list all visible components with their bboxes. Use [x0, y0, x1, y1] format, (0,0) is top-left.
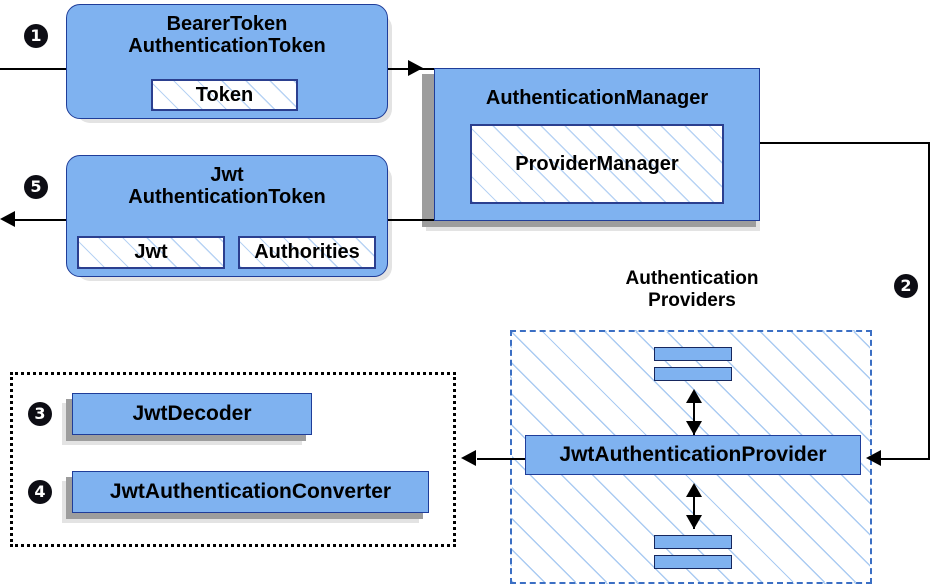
arrowhead-provider-stack-bottom-up [686, 483, 702, 497]
jwt-decoder-label: JwtDecoder [132, 402, 252, 426]
jwt-token-title-line2: AuthenticationToken [128, 186, 326, 209]
provider-placeholder-bar-bottom-2 [654, 555, 732, 569]
arrowhead-token-to-manager [408, 60, 423, 76]
connector-provider-to-support [477, 458, 525, 460]
arrowhead-provider-stack-top-down [686, 421, 702, 435]
arrowhead-into-jwt-provider [866, 450, 881, 466]
jwt-support-container [10, 372, 456, 547]
connector-manager-to-provider-right [928, 142, 930, 459]
connector-response-out [6, 219, 72, 221]
provider-manager-box[interactable]: ProviderManager [470, 124, 724, 204]
bearer-token-title-line2: AuthenticationToken [128, 35, 326, 58]
provider-placeholder-bar-top-1 [654, 347, 732, 361]
bearer-token-inner-token-box[interactable]: Token [151, 79, 298, 111]
provider-manager-label: ProviderManager [515, 152, 679, 175]
step-marker-1: 1 [24, 24, 48, 48]
arrowhead-provider-stack-top-up [686, 389, 702, 403]
jwt-decoder-box[interactable]: JwtDecoder [72, 393, 312, 435]
connector-request-in [0, 68, 72, 70]
arrowhead-response-out [0, 211, 15, 227]
providers-caption-line2: Providers [648, 289, 736, 311]
arrowhead-into-support-group [461, 450, 476, 466]
step-marker-2: 2 [894, 274, 918, 298]
arrowhead-provider-stack-bottom-down [686, 515, 702, 529]
jwt-token-inner-jwt-box[interactable]: Jwt [77, 236, 225, 269]
jwt-token-inner-authorities-box[interactable]: Authorities [238, 236, 376, 269]
jwt-token-inner-authorities-label: Authorities [254, 241, 360, 263]
jwt-authentication-provider-box[interactable]: JwtAuthenticationProvider [525, 435, 861, 475]
connector-provider-stack-top [693, 393, 695, 435]
jwt-authentication-converter-label: JwtAuthenticationConverter [109, 480, 392, 504]
provider-placeholder-bar-bottom-1 [654, 535, 732, 549]
connector-manager-to-provider-bottom [872, 458, 930, 460]
jwt-token-title-line1: Jwt [210, 164, 244, 186]
jwt-authentication-provider-label: JwtAuthenticationProvider [559, 443, 827, 467]
step-marker-4: 4 [28, 480, 52, 504]
connector-provider-stack-bottom [693, 487, 695, 529]
providers-caption-line1: Authentication [625, 268, 759, 289]
step-marker-3: 3 [28, 402, 52, 426]
provider-placeholder-bar-top-2 [654, 367, 732, 381]
bearer-token-inner-label: Token [195, 83, 254, 106]
jwt-token-inner-jwt-label: Jwt [134, 241, 168, 263]
connector-manager-to-jwttoken [388, 219, 436, 221]
jwt-authentication-converter-box[interactable]: JwtAuthenticationConverter [72, 471, 429, 513]
step-marker-5: 5 [24, 175, 48, 199]
connector-manager-to-provider-top [760, 142, 930, 144]
authentication-manager-title: AuthenticationManager [485, 87, 709, 109]
bearer-token-title-line1: BearerToken [166, 13, 288, 35]
authentication-providers-caption: Authentication Providers [592, 268, 792, 312]
